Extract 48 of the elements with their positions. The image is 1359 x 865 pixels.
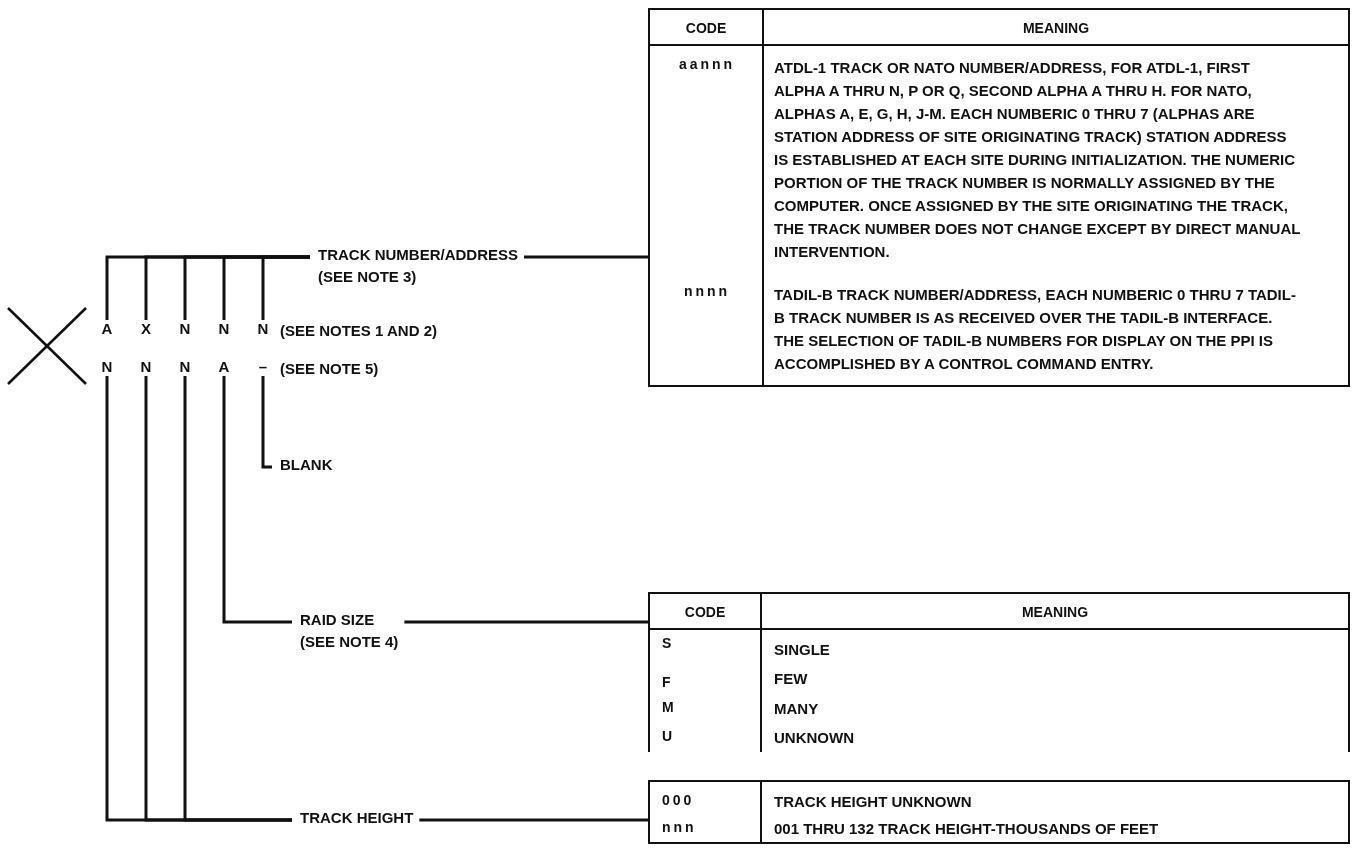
leader-line [261,376,272,469]
field-label: BLANK [280,455,333,475]
meaning-text: UNKNOWN [774,728,855,748]
meaning-text: TRACK HEIGHT UNKNOWN [774,792,973,812]
code-text: U [650,723,762,752]
format-character: N [179,358,191,376]
code-text: F [650,664,762,694]
format-character: N [101,358,113,376]
column-header: MEANING [764,10,1348,46]
meaning-text: SINGLE [774,640,831,660]
code-text: 000 [650,782,762,815]
meaning-text: TADIL-B TRACK NUMBER/ADDRESS, EACH NUMBERIC 0 THRU 7 TADIL-B TRACK NUMBER IS AS RECEIVED OVER THE TADIL-B INTERFACE. THE SELECTION OF TADIL-B NUMBERS FOR DISPLAY ON THE PPI IS ACCOMPLISHED BY A CONTROL COMMAND ENTRY. [774,285,1297,374]
format-character: A [101,320,113,338]
code-table [648,8,1350,387]
meaning-text: MANY [774,699,820,719]
note-reference: (SEE NOTES 1 AND 2) [280,322,437,340]
leader-line [222,376,292,624]
format-character: A [218,358,230,376]
field-label: RAID SIZE [300,610,376,630]
format-character: X [141,320,151,338]
note-reference: (SEE NOTE 3) [318,267,418,287]
leader-line [404,620,648,624]
note-reference: (SEE NOTE 5) [280,360,379,378]
format-character: – [258,358,268,376]
leader-line [419,818,648,822]
code-text: S [650,630,762,664]
column-header: CODE [650,10,764,46]
format-character: N [257,320,269,338]
code-table [648,592,1350,752]
field-label: TRACK HEIGHT [300,808,414,828]
meaning-text: ATDL-1 TRACK OR NATO NUMBER/ADDRESS, FOR ATDL-1, FIRST ALPHA A THRU N, P OR Q, SECOND ALPHA A THRU H. FOR NATO, ALPHAS A, E, G, H, J-M. EACH NUMBERIC 0 THRU 7 (ALPHAS ARE STATION ADDRESS OF SITE ORIGINATING TRACK) STATION ADDRESS IS ESTABLISHED AT EACH SITE DURING INITIALIZATION. THE NUMERIC PORTION OF THE TRACK NUMBER IS NORMALLY ASSIGNED BY THE COMPUTER. ONCE ASSIGNED BY THE SITE ORIGINATING THE TRACK, THE TRACK NUMBER DOES NOT CHANGE EXCEPT BY DIRECT MANUAL INTERVENTION. [774,58,1302,262]
code-text: nnn [650,815,762,842]
format-character: N [140,358,152,376]
meaning-text: 001 THRU 132 TRACK HEIGHT-THOUSANDS OF FEET [774,819,1160,839]
format-character: N [218,320,230,338]
leader-line [183,376,292,822]
code-table [648,780,1350,844]
note-reference: (SEE NOTE 4) [300,632,399,652]
column-header: CODE [650,594,762,630]
format-character: N [179,320,191,338]
column-header: MEANING [762,594,1348,630]
code-text: aannn [650,46,764,273]
leader-line [261,255,310,320]
field-label: TRACK NUMBER/ADDRESS [318,245,518,265]
code-text: M [650,694,762,723]
leader-line [524,255,648,259]
code-text: nnnn [650,273,764,385]
meaning-text: FEW [774,669,809,689]
